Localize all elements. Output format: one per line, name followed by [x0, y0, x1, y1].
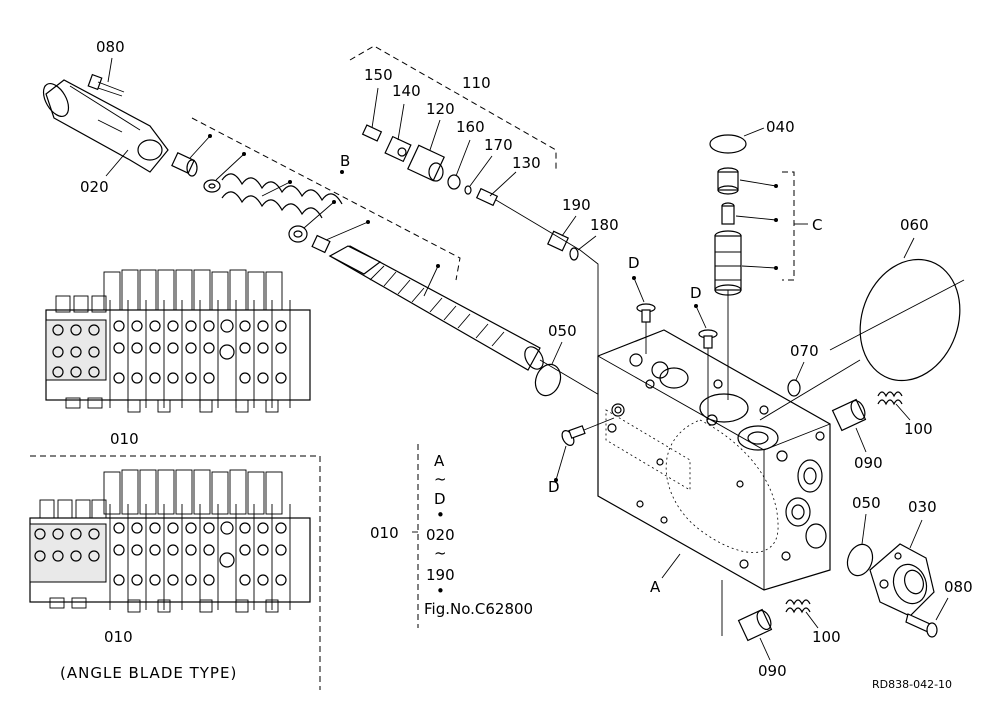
part-label-C: C — [812, 216, 822, 234]
spring-100-lower — [785, 599, 811, 606]
part-label-140: 140 — [392, 82, 421, 100]
part-label-D-1: D — [628, 254, 640, 272]
plug-D-1 — [636, 303, 656, 354]
bolt-080-lower — [905, 613, 938, 638]
spring-seat — [171, 152, 198, 177]
part-label-080-lower: 080 — [944, 578, 973, 596]
spool — [328, 245, 544, 371]
o-ring-160 — [447, 174, 461, 190]
legend-bullet1: • — [436, 506, 445, 524]
spring — [221, 173, 343, 219]
part-label-A: A — [650, 578, 661, 596]
part-label-190: 190 — [562, 196, 591, 214]
part-label-010: 010 — [110, 430, 139, 448]
part-label-170: 170 — [484, 136, 513, 154]
legend-line5: Fig.No.C62800 — [424, 600, 533, 618]
screw-150 — [361, 124, 383, 142]
o-ring-180 — [569, 247, 579, 261]
plug-C-top — [717, 167, 739, 195]
part-label-100: 100 — [904, 420, 933, 438]
legend-tilde1: ~ — [434, 470, 447, 488]
plug-090-lower — [737, 608, 773, 642]
part-label-050-lower: 050 — [852, 494, 881, 512]
valve-assembly-thumbnail-standard — [45, 269, 311, 413]
part-label-060: 060 — [900, 216, 929, 234]
relief-valve-dashed-bracket — [349, 45, 557, 170]
o-ring-040 — [709, 134, 747, 154]
legend-line4: 190 — [426, 566, 455, 584]
part-label-010-angle: 010 — [104, 628, 133, 646]
cap-030 — [869, 543, 935, 617]
o-ring-060 — [859, 258, 961, 382]
part-label-090: 090 — [854, 454, 883, 472]
legend-tilde2: ~ — [434, 544, 447, 562]
part-label-130: 130 — [512, 154, 541, 172]
cap-020 — [42, 79, 169, 173]
plug-D-2 — [698, 329, 718, 420]
valve-block-A — [597, 329, 831, 591]
part-label-020: 020 — [80, 178, 109, 196]
legend-bullet2: • — [436, 582, 445, 600]
plug-190 — [546, 230, 570, 252]
spring-100-upper — [877, 391, 903, 398]
legend-line1: A — [434, 452, 445, 470]
part-label-070: 070 — [790, 342, 819, 360]
part-label-080: 080 — [96, 38, 125, 56]
assembly-legend: 010 A ~ D • 020 ~ 190 • Fig.No.C62800 — [370, 444, 533, 628]
spacer-C — [721, 202, 735, 225]
body-120 — [407, 144, 445, 182]
part-label-090-lower: 090 — [758, 662, 787, 680]
o-ring-050-lower — [846, 543, 874, 577]
legend-line3: 020 — [426, 526, 455, 544]
nut-140 — [384, 135, 412, 163]
plug-D-3 — [561, 417, 615, 446]
part-label-150: 150 — [364, 66, 393, 84]
o-ring-050 — [534, 363, 562, 397]
part-label-D-2: D — [690, 284, 702, 302]
part-label-D-3: D — [548, 478, 560, 496]
part-label-030: 030 — [908, 498, 937, 516]
angle-blade-dashed-frame — [30, 455, 321, 690]
part-label-050: 050 — [548, 322, 577, 340]
drawing-code: RD838-042-10 — [872, 678, 952, 691]
piston-C — [714, 230, 742, 296]
o-ring-070 — [787, 379, 801, 397]
assembly-center-line — [495, 199, 599, 380]
valve-assembly-thumbnail-angle-blade — [29, 469, 311, 613]
angle-blade-type-caption: (ANGLE BLADE TYPE) — [60, 664, 237, 682]
washer-2 — [288, 225, 308, 243]
part-label-180: 180 — [590, 216, 619, 234]
washer-1 — [203, 179, 221, 193]
part-label-110: 110 — [462, 74, 491, 92]
part-label-100-lower: 100 — [812, 628, 841, 646]
plug-090-upper — [831, 398, 867, 432]
legend-line2: D — [434, 490, 446, 508]
ring-170 — [464, 185, 472, 195]
legend-ref: 010 — [370, 524, 399, 542]
part-label-120: 120 — [426, 100, 455, 118]
spool-end — [311, 234, 331, 254]
poppet-130 — [475, 187, 499, 207]
part-label-160: 160 — [456, 118, 485, 136]
bolt-080 — [87, 73, 125, 97]
part-label-040: 040 — [766, 118, 795, 136]
part-label-B: B — [340, 152, 350, 170]
spool-group-dashed-bracket — [191, 117, 461, 281]
